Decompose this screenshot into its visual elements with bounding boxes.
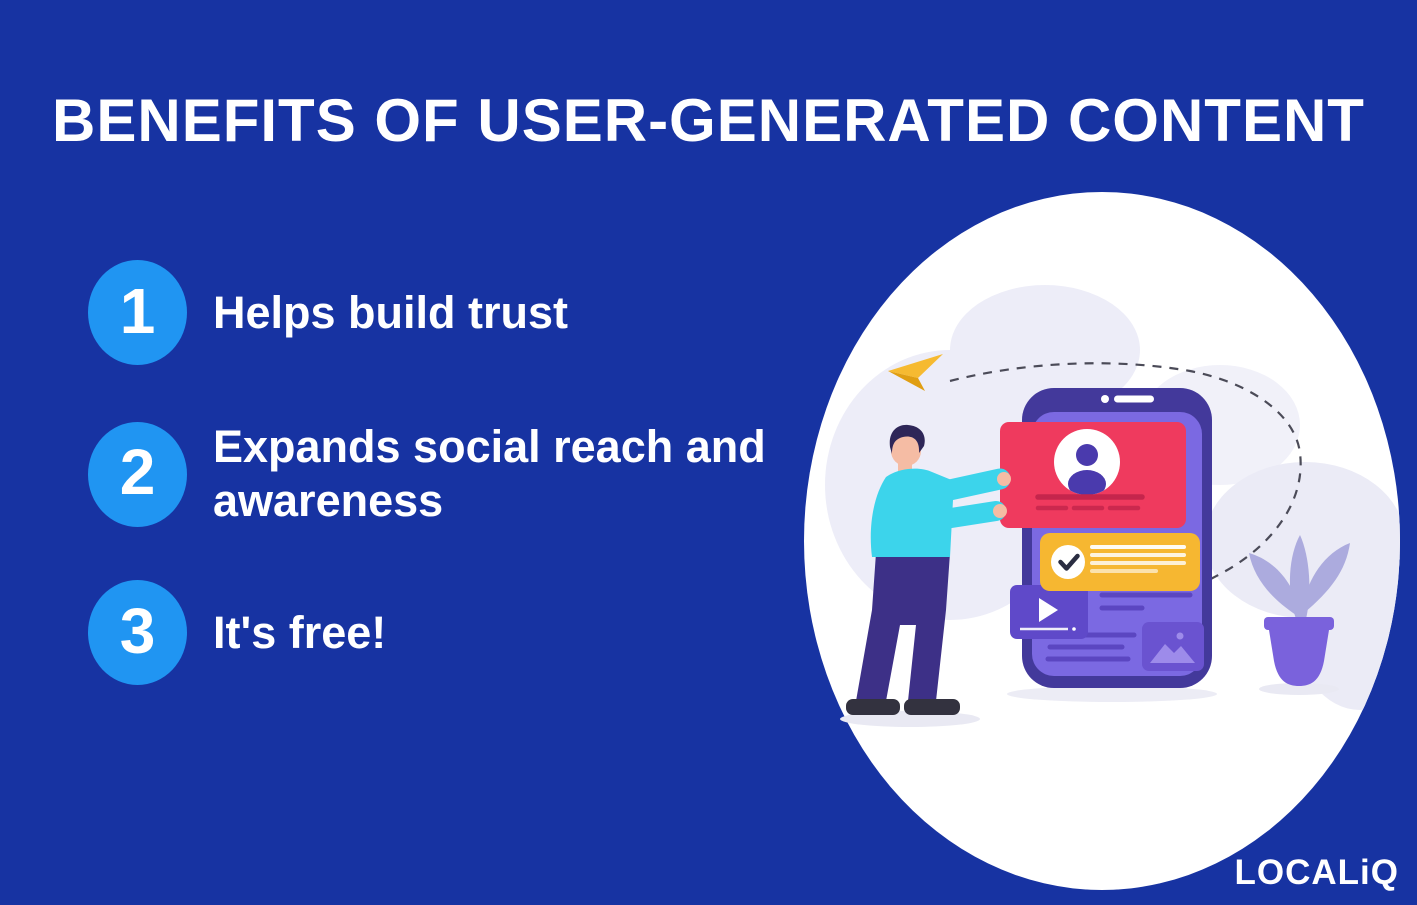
brand-logo: LOCALiQ [1234, 853, 1399, 892]
video-thumbnail [1010, 585, 1088, 639]
benefit-number-badge: 1 [88, 260, 187, 365]
camera-dot-icon [1101, 395, 1109, 403]
profile-card [1000, 422, 1186, 528]
benefit-number-badge: 3 [88, 580, 187, 685]
paper-plane-icon [888, 354, 943, 391]
benefit-number: 3 [119, 594, 156, 667]
page-title: BENEFITS OF USER-GENERATED CONTENT [52, 87, 1365, 154]
plant-icon [1249, 535, 1350, 686]
benefit-number: 1 [119, 274, 156, 347]
person-pants [856, 553, 950, 701]
benefit-number: 2 [119, 436, 156, 508]
person-hand [997, 472, 1011, 486]
person-arm [925, 468, 1011, 504]
image-placeholder-icon [1142, 622, 1204, 671]
screen-text-lines [1045, 592, 1193, 662]
benefit-item-1: 1 Helps build trust [88, 260, 568, 365]
benefit-label: Helps build trust [213, 286, 569, 338]
benefit-item-2: 2 Expands social reach and awareness [88, 420, 793, 528]
person-arm [922, 501, 1006, 531]
phone-illustration [1000, 388, 1212, 688]
person-figure [846, 424, 1011, 715]
checkmark-icon [1058, 553, 1080, 571]
person-hand [993, 504, 1007, 518]
benefit-label: Expands social reach and awareness [213, 421, 766, 526]
ground-shadows [840, 683, 1339, 727]
illustration [804, 192, 1400, 890]
benefit-item-3: 3 It's free! [88, 580, 386, 685]
person-shoe [904, 699, 960, 715]
play-icon [1039, 598, 1058, 622]
benefit-label: It's free! [213, 606, 387, 658]
person-shoe [846, 699, 900, 715]
person-head [891, 436, 921, 466]
avatar-icon [1068, 444, 1106, 495]
notification-card [1040, 533, 1200, 591]
person-hair [889, 424, 925, 454]
dashed-flight-path [949, 362, 1302, 614]
speaker-bar-icon [1114, 395, 1154, 403]
benefit-number-badge: 2 [88, 421, 187, 527]
